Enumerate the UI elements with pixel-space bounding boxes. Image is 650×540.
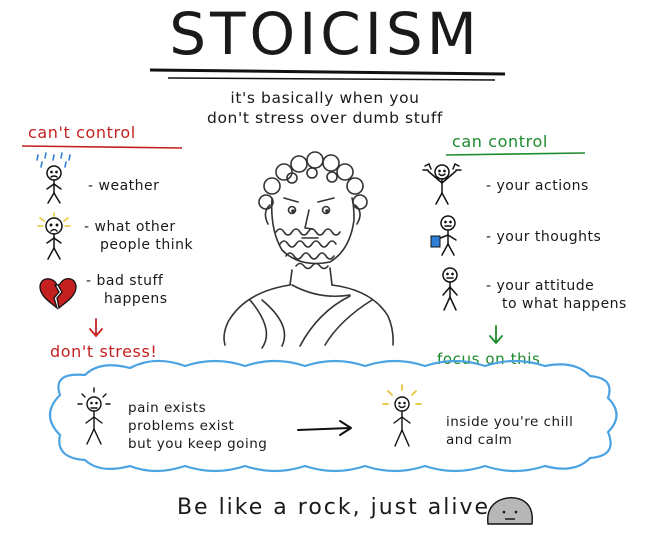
broken-heart-icon: [39, 278, 77, 310]
cloud-right-line-1: inside you're chill: [446, 414, 574, 430]
subtitle-line-2: don't stress over dumb stuff: [207, 109, 443, 127]
cant-control-item-people: - what other people think: [84, 218, 193, 254]
can-control-arrow-icon: [489, 325, 503, 345]
can-control-item-thoughts: - your thoughts: [486, 229, 602, 245]
calm-stick-figure-icon: [442, 267, 458, 311]
bad-stuff-line-2: happens: [104, 291, 168, 307]
attitude-line-1: - your attitude: [486, 278, 595, 294]
cant-control-item-bad-stuff: - bad stuff happens: [86, 272, 168, 308]
cloud-left-line-1: pain exists: [128, 400, 207, 416]
thinking-stick-figure-icon: [430, 215, 457, 256]
cloud-right-line-2: and calm: [446, 432, 513, 448]
footer-tagline: Be like a rock, just alive: [176, 495, 490, 520]
worried-stick-figure-icon: [37, 212, 71, 260]
cant-control-heading: can't control: [28, 123, 136, 142]
focus-on-this-label: focus on this: [437, 350, 541, 368]
cloud-right-text: inside you're chill and calm: [446, 413, 573, 449]
cloud-left-text: pain exists problems exist but you keep …: [128, 399, 267, 453]
dont-stress-label: don't stress!: [50, 342, 158, 361]
subtitle: it's basically when you don't stress ove…: [150, 88, 500, 128]
bad-stuff-line-1: - bad stuff: [86, 273, 164, 289]
people-line-1: - what other: [84, 219, 176, 235]
people-line-2: people think: [100, 237, 194, 253]
cloud-left-line-2: problems exist: [128, 418, 235, 434]
can-control-heading: can control: [452, 132, 548, 151]
cheering-stick-figure-icon: [422, 162, 462, 205]
cant-control-item-weather: - weather: [88, 178, 160, 194]
happy-sun-stick-figure-icon: [382, 384, 422, 447]
cloud-left-line-3: but you keep going: [128, 436, 268, 452]
right-arrow-icon: [297, 420, 352, 436]
can-control-item-actions: - your actions: [486, 178, 589, 194]
rock-face-icon: [487, 497, 533, 525]
cant-control-arrow-icon: [89, 318, 103, 338]
page-title: STOICISM: [169, 0, 481, 68]
can-control-item-attitude: - your attitude to what happens: [486, 277, 627, 313]
subtitle-line-1: it's basically when you: [230, 89, 420, 107]
sad-sun-stick-figure-icon: [77, 387, 111, 445]
attitude-line-2: to what happens: [502, 296, 627, 312]
rain-stick-figure-icon: [36, 152, 71, 204]
